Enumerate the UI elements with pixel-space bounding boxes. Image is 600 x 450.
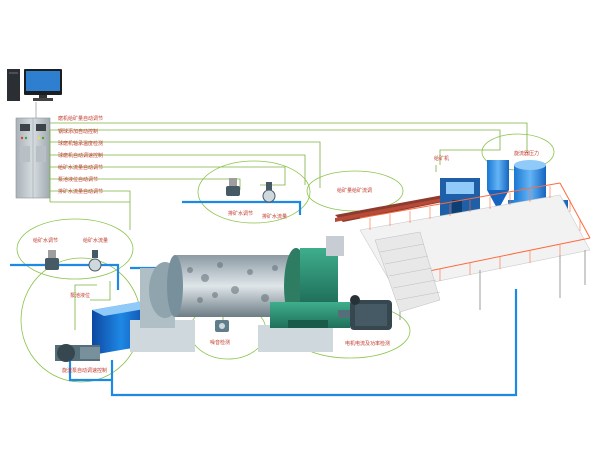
pump-icon <box>55 344 100 362</box>
label-ball-add: 钢球添加自动控制 <box>58 128 98 135</box>
label-valve-b: 给矿水流量 <box>83 237 108 244</box>
noise-sensor-icon <box>215 320 229 332</box>
label-cyclone-pressure: 旋流器压力 <box>514 150 539 157</box>
label-feed-control: 磨机给矿量自动调节 <box>58 115 103 122</box>
platform-icon <box>359 182 591 320</box>
mill-ore-texture <box>187 262 278 303</box>
label-bearing-temp: 球磨机轴承温度检测 <box>58 140 103 147</box>
label-noise: 噪音检测 <box>210 339 230 346</box>
label-valve-d: 排矿水流量 <box>262 213 287 220</box>
feeder-icon <box>440 178 480 216</box>
ball-mill-icon <box>130 236 350 352</box>
label-pump-level: 泵池液位 <box>70 292 90 299</box>
label-feed-water: 给矿水流量自动调节 <box>58 164 103 171</box>
label-valve-a: 给矿水调节 <box>33 237 58 244</box>
computer-link-line <box>35 102 48 121</box>
label-motor: 电机电流及功率检测 <box>345 340 390 347</box>
valve-icon-a <box>45 250 59 270</box>
motor-icon <box>338 295 392 330</box>
label-speed-control: 球磨机自动调速控制 <box>58 152 103 159</box>
label-tank-level: 泵池液位自动调节 <box>58 176 98 183</box>
label-pump-control: 旋流泵自动调速控制 <box>62 367 107 374</box>
flowmeter-icon-a <box>88 250 102 272</box>
label-feeder: 给矿机 <box>434 155 449 162</box>
label-discharge-water: 排矿水流量自动调节 <box>58 188 103 195</box>
control-cabinet-icon <box>15 117 51 199</box>
flowmeter-icon-c <box>262 182 276 203</box>
wiring-labels: 磨机给矿量自动调节 钢球添加自动控制 球磨机轴承温度检测 球磨机自动调速控制 给… <box>58 115 103 195</box>
label-flow-ctrl: 给矿量给矿流调 <box>337 187 372 194</box>
computer-icon <box>7 69 62 101</box>
label-valve-c: 排矿水调节 <box>228 210 253 217</box>
valve-icon-c <box>226 178 240 196</box>
